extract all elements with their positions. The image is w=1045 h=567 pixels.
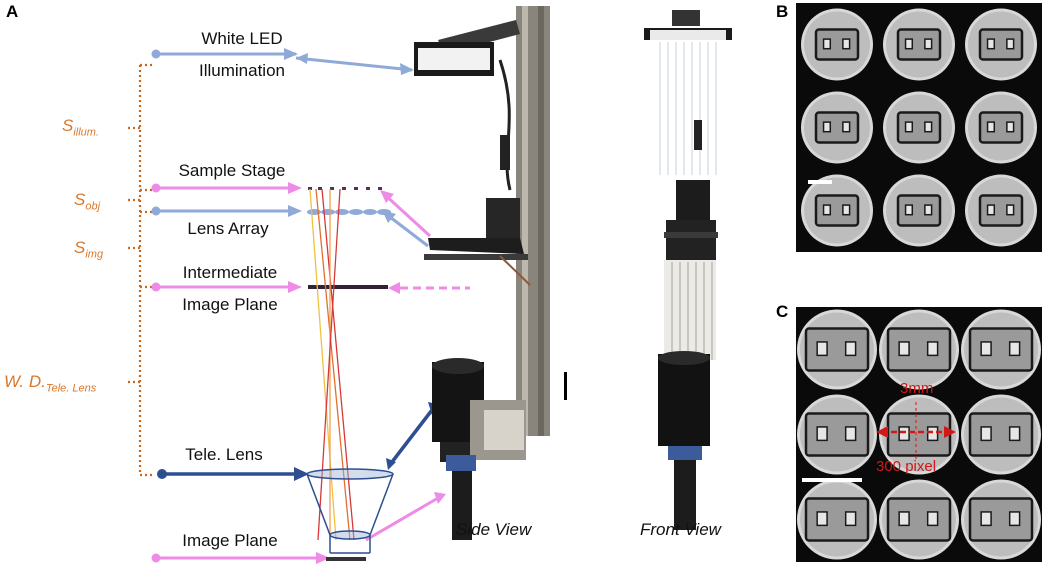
panel-label-a: A xyxy=(6,2,19,21)
wd-label: W. D.Tele. Lens xyxy=(4,372,97,395)
intermediate-arrow xyxy=(151,281,470,294)
panel-b-well xyxy=(965,174,1037,247)
panel-c-well xyxy=(961,309,1041,390)
s-obj-label: Sobj xyxy=(74,190,101,213)
lens-array-ellipses xyxy=(307,209,391,215)
panel-c-well xyxy=(879,479,959,560)
panel-b-well xyxy=(965,91,1037,164)
white-led-label-2: Illumination xyxy=(199,61,285,80)
panel-b-well xyxy=(883,174,955,247)
sample-stage-dots xyxy=(308,187,382,190)
white-led-arrow xyxy=(151,48,414,75)
front-view-label: Front View xyxy=(640,520,721,539)
tele-lens-arrow xyxy=(157,402,437,481)
optical-rays xyxy=(309,188,355,541)
panel-c-well xyxy=(797,309,877,390)
white-led-label-1: White LED xyxy=(201,29,283,48)
intermediate-dots xyxy=(308,285,388,289)
panel-b-well xyxy=(801,8,873,81)
panel-c-well xyxy=(797,479,877,560)
image-plane-sensor xyxy=(326,557,366,561)
panel-b-well xyxy=(801,91,873,164)
panel-label-c: C xyxy=(776,302,789,321)
panel-c-scale-bar xyxy=(802,478,862,482)
panel-c-well xyxy=(879,394,959,475)
panel-c-well xyxy=(879,309,959,390)
panel-c-well xyxy=(961,479,1041,560)
panel-b-well xyxy=(965,8,1037,81)
sample-stage-label: Sample Stage xyxy=(178,161,286,180)
panel-b-scale-bar xyxy=(808,180,832,184)
intermediate-label-1: Intermediate xyxy=(182,263,278,282)
lens-array-arrow xyxy=(151,205,429,248)
image-plane-arrow xyxy=(151,492,446,564)
panel-b-well xyxy=(801,174,873,247)
panel-b-well xyxy=(883,8,955,81)
side-view-label: Side View xyxy=(456,520,532,539)
tele-lens-cone xyxy=(306,468,394,554)
pixel-annotation: 300 pixel xyxy=(876,458,937,475)
intermediate-label-2: Image Plane xyxy=(182,295,278,314)
panel-b-well xyxy=(883,91,955,164)
panel-c-well xyxy=(961,394,1041,475)
image-plane-label: Image Plane xyxy=(182,531,278,550)
side-view-device xyxy=(414,6,567,540)
spacing-bracket xyxy=(128,63,155,477)
s-img-label: Simg xyxy=(74,238,104,261)
sample-stage-arrow xyxy=(151,182,432,238)
measurement-arrow xyxy=(876,402,956,460)
tele-lens-label: Tele. Lens xyxy=(185,445,263,464)
panel-c-well xyxy=(797,394,877,475)
panel-label-b: B xyxy=(776,2,789,21)
front-view-device xyxy=(644,10,732,530)
lens-array-label: Lens Array xyxy=(187,219,269,238)
size-annotation: 3mm xyxy=(900,380,934,397)
s-illum-label: Sillum. xyxy=(62,116,100,139)
